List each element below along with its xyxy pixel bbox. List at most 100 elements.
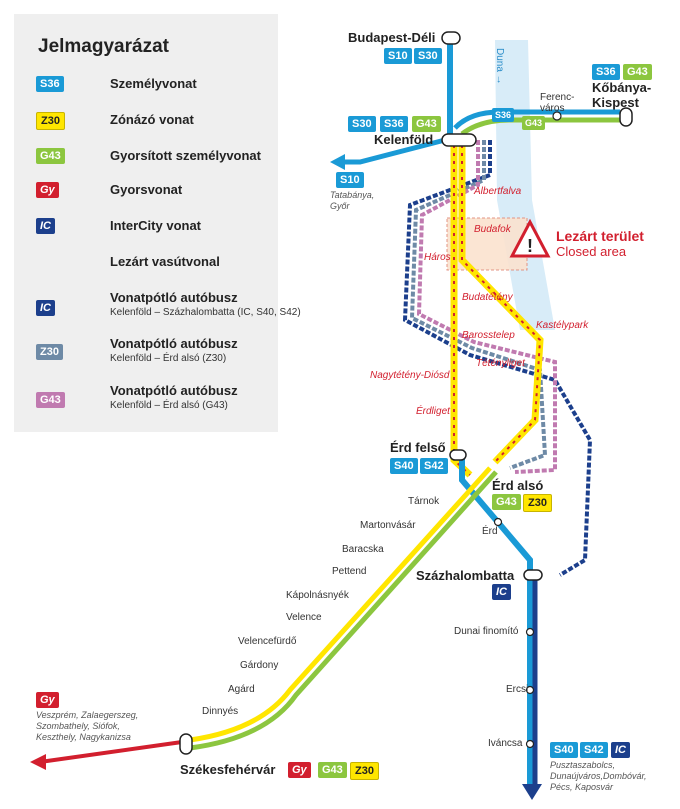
badge-s42-erd: S42 bbox=[420, 458, 448, 474]
bus-route-g43 bbox=[416, 140, 557, 474]
badge-g43-erd-also: G43 bbox=[492, 494, 521, 510]
legend-badge-s36: S36 bbox=[36, 76, 64, 92]
closed-station-kastelypark: Kastélypark bbox=[536, 320, 589, 331]
station-budapest-deli: Budapest-Déli bbox=[348, 30, 436, 45]
closed-station-tetenyliget: Tétényliget bbox=[476, 358, 525, 369]
station-agard: Agárd bbox=[228, 684, 255, 695]
badge-gy-west: Gy bbox=[36, 692, 59, 708]
station-kelenfold: Kelenföld bbox=[374, 132, 434, 147]
station-ercsi: Ercsi bbox=[506, 684, 529, 695]
closed-area-subtitle: Closed area bbox=[556, 244, 627, 259]
line-g43-southwest bbox=[189, 470, 498, 751]
badge-s36-kelenfold: S36 bbox=[380, 116, 408, 132]
badge-g43-kobanya: G43 bbox=[623, 64, 652, 80]
closed-station-budafok: Budafok bbox=[474, 224, 511, 235]
station-erd: Érd bbox=[482, 526, 498, 537]
badge-g43-line: G43 bbox=[522, 116, 546, 130]
badge-ic-south: IC bbox=[611, 742, 630, 758]
legend-badge-bus-g43: G43 bbox=[36, 392, 65, 408]
station-dunai-finomito: Dunai finomító bbox=[454, 626, 519, 637]
station-dot-ferencvaros bbox=[552, 111, 562, 121]
line-s10-west bbox=[345, 137, 446, 165]
station-dot-dunai-finomito bbox=[525, 627, 535, 637]
legend-title: Jelmagyarázat bbox=[38, 36, 169, 57]
station-dinnyes: Dinnyés bbox=[202, 706, 239, 717]
station-erd-felso: Érd felső bbox=[390, 440, 446, 455]
legend-label-bus-g43: Vonatpótló autóbusz bbox=[110, 383, 238, 398]
legend-label-gyorsitott: Gyorsított személyvonat bbox=[110, 148, 261, 163]
legend-badge-ic: IC bbox=[36, 218, 55, 234]
badge-s42-south: S42 bbox=[580, 742, 608, 758]
legend-badge-bus-ic: IC bbox=[36, 300, 55, 316]
legend-label-szemelyvonat: Személyvonat bbox=[110, 76, 197, 91]
legend-badge-gy: Gy bbox=[36, 182, 59, 198]
station-szazhalombatta: Százhalombatta bbox=[416, 568, 515, 583]
dest-tatabanya: Tatabánya, Győr bbox=[330, 190, 375, 211]
warning-icon bbox=[509, 218, 551, 258]
station-baracska: Baracska bbox=[342, 544, 384, 555]
station-pettend: Pettend bbox=[332, 566, 367, 577]
badge-s36-kobanya: S36 bbox=[592, 64, 620, 80]
closed-station-nagyteteny: Nagytétény-Diósd bbox=[370, 370, 450, 381]
badge-ic-szazhalombatta: IC bbox=[492, 584, 511, 600]
closed-station-albertfalva: Albertfalva bbox=[474, 186, 522, 197]
station-gardony: Gárdony bbox=[240, 660, 279, 671]
station-ivancsa: Iváncsa bbox=[488, 738, 523, 749]
station-velence: Velence bbox=[286, 612, 322, 623]
legend-sub-bus-g43: Kelenföld – Érd alsó (G43) bbox=[110, 400, 228, 411]
line-gy-west bbox=[39, 740, 183, 764]
station-kobanya: Kőbánya- Kispest bbox=[592, 80, 652, 110]
closed-marks-east bbox=[461, 145, 542, 463]
dest-south: Pusztaszabolcs, Dunaújváros,Dombóvár, Pé… bbox=[550, 760, 647, 792]
closed-area-title: Lezárt terület bbox=[556, 228, 644, 244]
badge-s36-line: S36 bbox=[492, 108, 515, 122]
legend-label-bus-ic: Vonatpótló autóbusz bbox=[110, 290, 238, 305]
svg-text:!: ! bbox=[527, 236, 533, 256]
station-velencefurdo: Velencefürdő bbox=[238, 636, 297, 647]
badge-g43-kelenfold: G43 bbox=[412, 116, 441, 132]
legend-label-gyorsvonat: Gyorsvonat bbox=[110, 182, 183, 197]
dest-west: Veszprém, Zalaegerszeg, Szombathely, Sió… bbox=[36, 710, 139, 742]
badge-s10-west: S10 bbox=[336, 172, 364, 188]
closed-station-barosstelep: Barosstelep bbox=[462, 330, 515, 341]
legend-label-zonazo: Zónázó vonat bbox=[110, 112, 194, 127]
line-z30-southwest bbox=[189, 466, 492, 743]
station-pill-kobanya bbox=[619, 107, 633, 127]
legend-badge-z30: Z30 bbox=[36, 112, 65, 130]
badge-s40-erd: S40 bbox=[390, 458, 418, 474]
legend-sub-bus-ic: Kelenföld – Százhalombatta (IC, S40, S42… bbox=[110, 307, 301, 318]
arrow-south bbox=[522, 784, 542, 800]
badge-s30-kelenfold: S30 bbox=[348, 116, 376, 132]
station-martonvasar: Martonvásár bbox=[360, 520, 416, 531]
bus-route-z30 bbox=[409, 140, 548, 470]
closed-station-haros: Háros bbox=[424, 252, 451, 263]
legend-sub-bus-z30: Kelenföld – Érd alsó (Z30) bbox=[110, 353, 227, 364]
arrow-west-gy bbox=[30, 754, 46, 770]
station-dot-ercsi bbox=[525, 685, 535, 695]
legend-label-lezart: Lezárt vasútvonal bbox=[110, 254, 220, 269]
station-kapolnasnyek: Kápolnásnyék bbox=[286, 590, 349, 601]
station-tarnok: Tárnok bbox=[408, 496, 440, 507]
station-pill-szekesfehervar bbox=[179, 733, 193, 755]
closed-station-erdliget: Érdliget bbox=[416, 406, 450, 417]
badge-z30-erd-also: Z30 bbox=[523, 494, 552, 512]
station-dot-erd bbox=[493, 517, 503, 527]
badge-s10-deli: S10 bbox=[384, 48, 412, 64]
station-erd-also: Érd alsó bbox=[492, 478, 544, 493]
river-label: Duna → bbox=[494, 48, 505, 85]
badge-s30-deli: S30 bbox=[414, 48, 442, 64]
station-dot-ivancsa bbox=[525, 739, 535, 749]
arrow-west-s10 bbox=[330, 154, 345, 170]
station-pill-budapest-deli bbox=[441, 31, 461, 45]
badge-gy-szfv: Gy bbox=[288, 762, 311, 778]
station-ferencvaros: Ferenc- város bbox=[540, 92, 575, 114]
closed-station-budateteny: Budatétény bbox=[462, 292, 513, 303]
station-szekesfehervar: Székesfehérvár bbox=[180, 762, 276, 777]
legend-badge-g43: G43 bbox=[36, 148, 65, 164]
badge-g43-szfv: G43 bbox=[318, 762, 347, 778]
station-pill-kelenfold bbox=[441, 133, 477, 147]
station-pill-erd-felso bbox=[449, 449, 467, 461]
legend-badge-bus-z30: Z30 bbox=[36, 344, 63, 360]
legend-label-bus-z30: Vonatpótló autóbusz bbox=[110, 336, 238, 351]
legend-label-intercity: InterCity vonat bbox=[110, 218, 202, 233]
